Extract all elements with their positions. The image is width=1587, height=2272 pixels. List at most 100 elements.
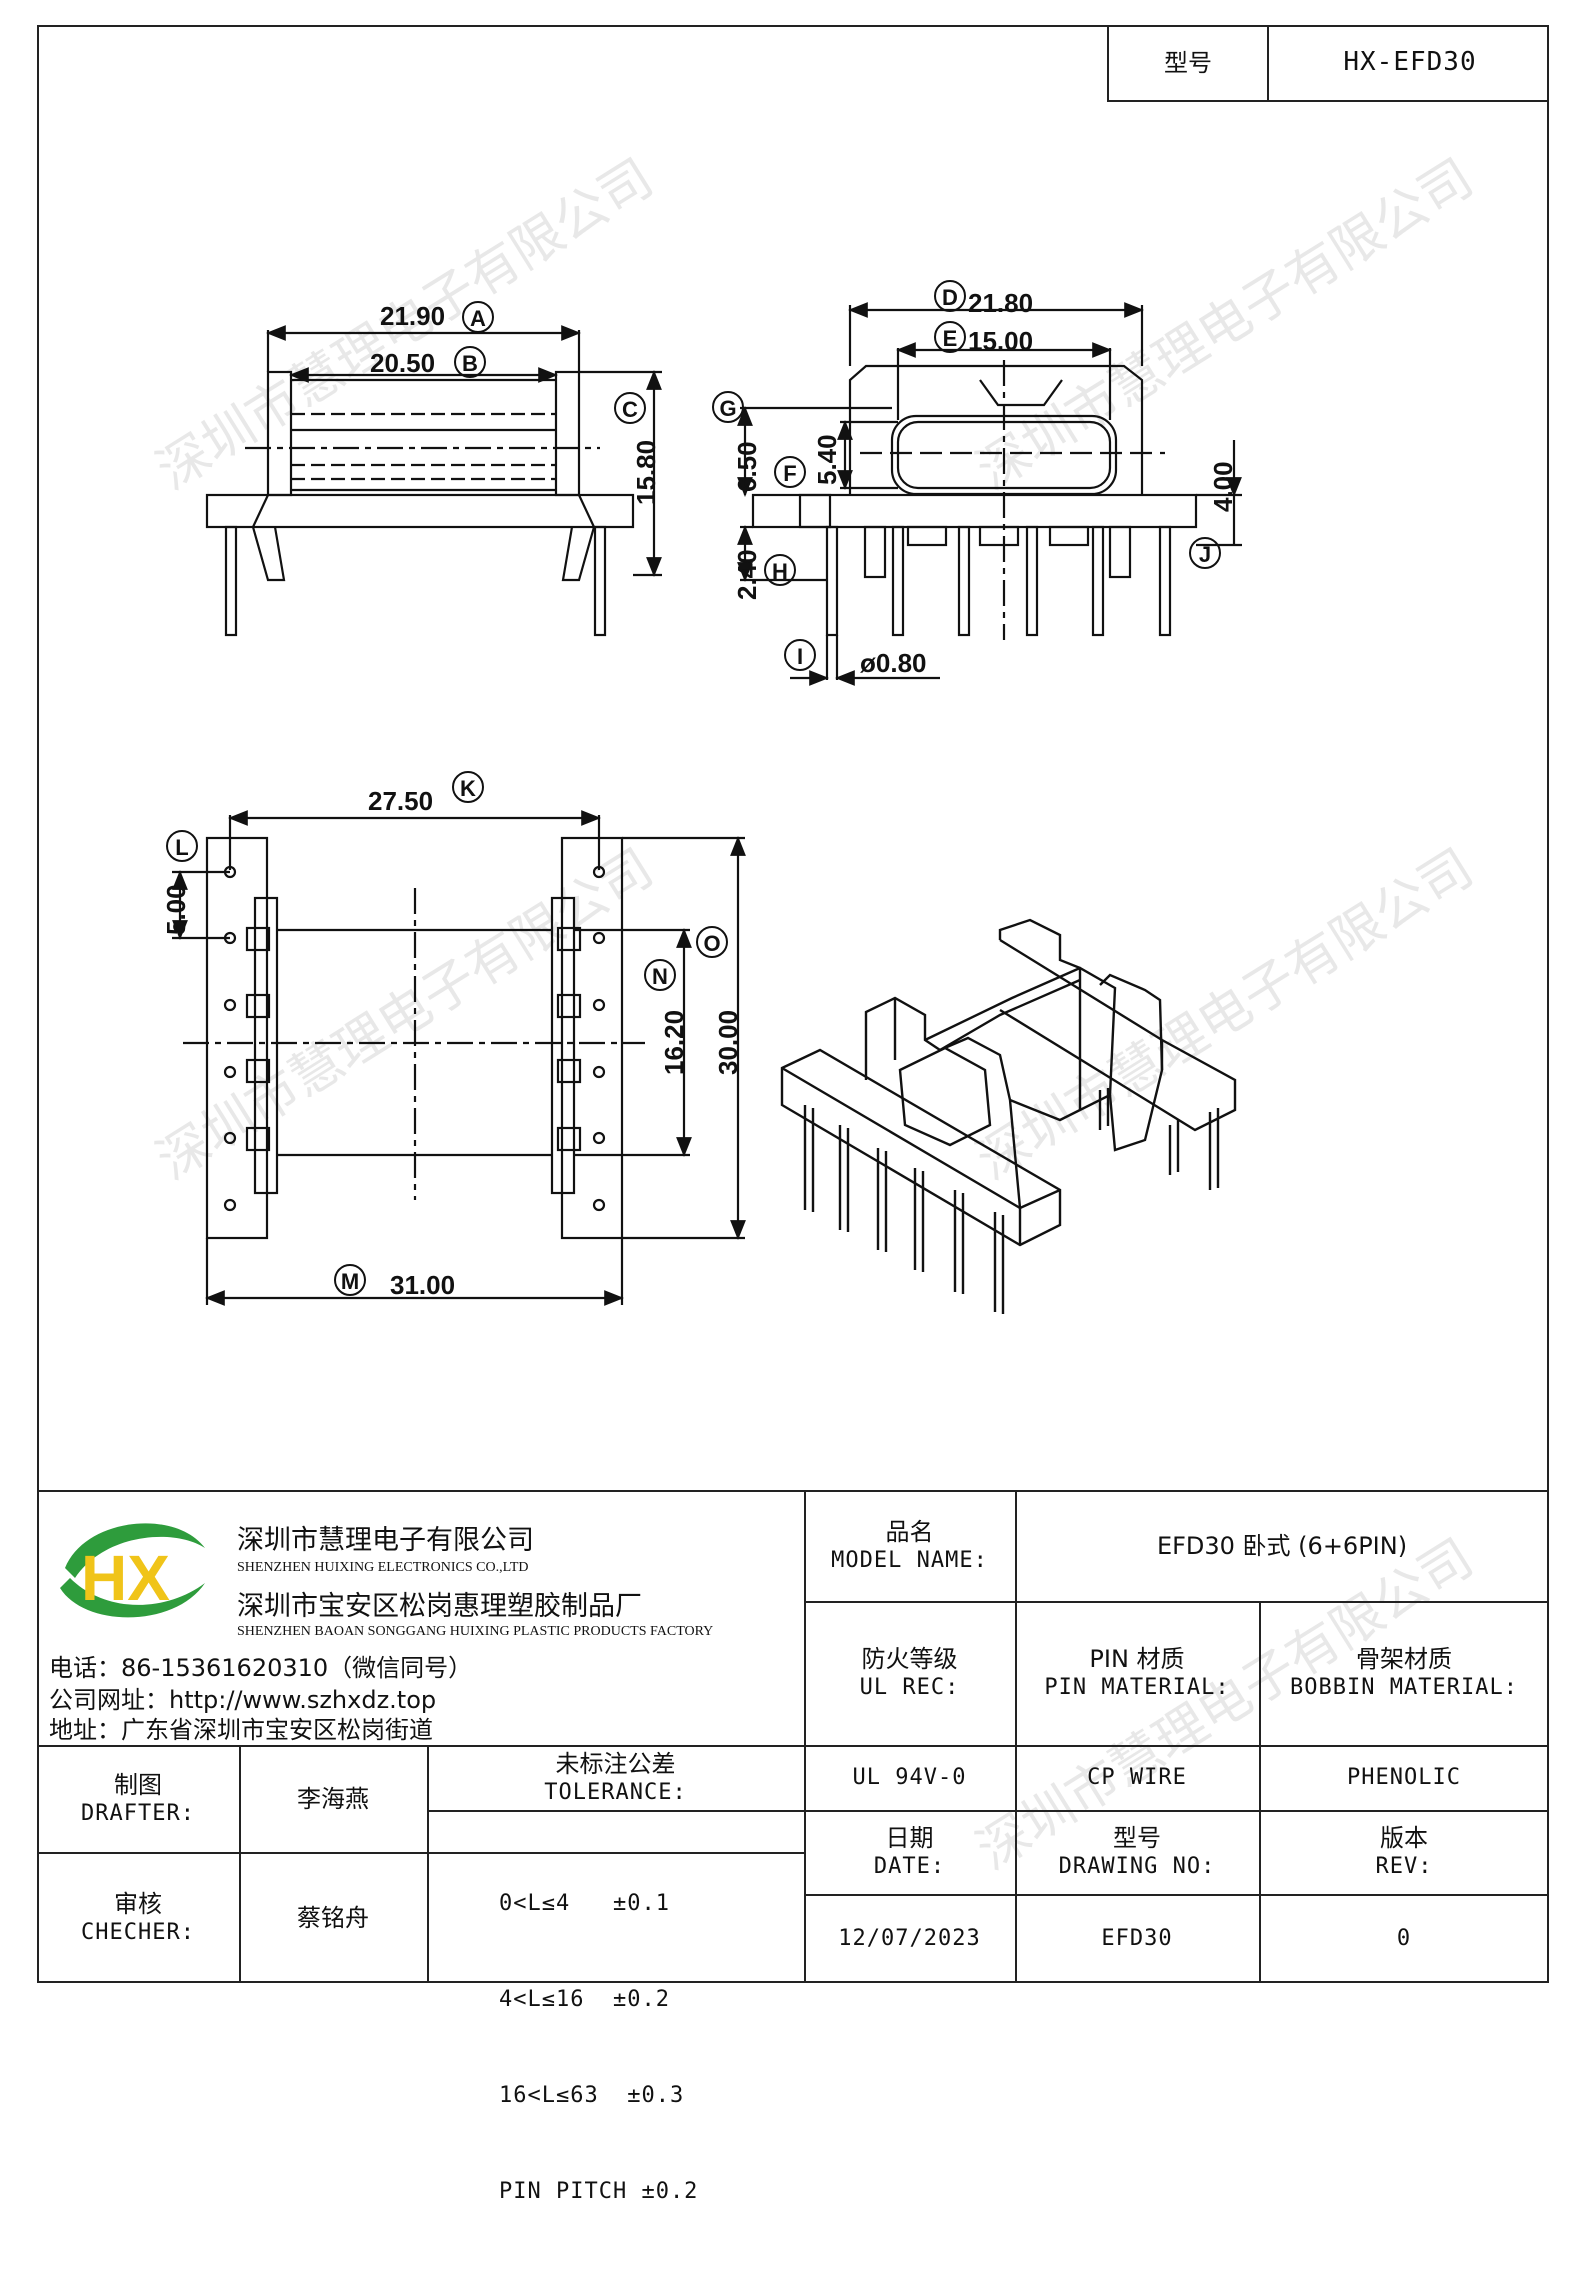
dim-I: I ø0.80 <box>784 639 927 678</box>
tolerance-label: 未标注公差 TOLERANCE: <box>427 1745 804 1810</box>
dim-O: O 30.00 <box>696 926 743 1075</box>
tolerance-row: 16<L≤63 ±0.3 <box>499 2083 685 2108</box>
company-logo: HX <box>60 1523 205 1618</box>
dim-K-letter: K <box>460 776 476 801</box>
tolerance-row: PIN PITCH ±0.2 <box>499 2179 699 2204</box>
company-address: 地址：广东省深圳市宝安区松岗街道 <box>49 1716 433 1744</box>
dim-D: D 21.80 <box>934 280 1033 318</box>
date-value: 12/07/2023 <box>838 1925 981 1951</box>
dim-K: 27.50 K <box>368 771 484 816</box>
dim-N: N 16.20 <box>644 959 689 1075</box>
checker-name: 蔡铭舟 <box>297 1903 369 1932</box>
technical-drawing: 21.90 A 20.50 B C 15.80 D 21.80 E 15.00 … <box>161 280 1242 1314</box>
dim-G-value: 6.50 <box>732 441 762 492</box>
dim-F: F 5.40 <box>774 434 842 488</box>
dim-A: 21.90 A <box>380 301 494 333</box>
dim-G: G 6.50 <box>712 391 762 492</box>
dim-D-value: 21.80 <box>968 288 1033 318</box>
dim-B: 20.50 B <box>370 346 486 378</box>
dim-M-letter: M <box>341 1269 359 1294</box>
checker-en: CHECHER: <box>81 1919 195 1945</box>
drawing-no-value: EFD30 <box>1101 1925 1173 1951</box>
dim-H-value: 2.40 <box>732 549 762 600</box>
dim-I-value: ø0.80 <box>860 648 927 678</box>
pin-material-en: PIN MATERIAL: <box>1044 1675 1230 1701</box>
drafter-en: DRAFTER: <box>81 1800 195 1826</box>
factory-name-cn: 深圳市宝安区松岗惠理塑胶制品厂 <box>237 1591 642 1622</box>
date-label: 日期 DATE: <box>804 1810 1015 1894</box>
rev-en: REV: <box>1375 1854 1433 1880</box>
front-view <box>205 325 662 637</box>
dim-J: J 4.00 <box>1189 461 1238 569</box>
dim-H-letter: H <box>772 559 788 584</box>
ul-en: UL REC: <box>859 1675 960 1701</box>
dim-O-value: 30.00 <box>713 1010 743 1075</box>
model-name-cn: 品名 <box>885 1517 934 1546</box>
company-website: 公司网址：http://www.szhxdz.top <box>49 1686 437 1714</box>
model-name-en: MODEL NAME: <box>831 1547 988 1573</box>
logo-letters: HX <box>81 1542 170 1614</box>
dim-J-letter: J <box>1199 542 1211 567</box>
dim-N-letter: N <box>652 964 668 989</box>
side-view <box>737 302 1242 686</box>
checker-cn: 审核 <box>114 1889 162 1918</box>
pin-material-cn: PIN 材质 <box>1089 1645 1185 1674</box>
top-view <box>172 810 746 1306</box>
bobbin-material-value: PHENOLIC <box>1347 1764 1461 1790</box>
rev-label: 版本 REV: <box>1259 1810 1549 1894</box>
drawing-sheet-border <box>37 25 1549 1983</box>
company-name-en: SHENZHEN HUIXING ELECTRONICS CO.,LTD <box>237 1560 529 1575</box>
ul-value: UL 94V-0 <box>852 1764 967 1790</box>
ul-cn: 防火等级 <box>861 1645 958 1674</box>
bobbin-material-en: BOBBIN MATERIAL: <box>1290 1675 1518 1701</box>
ul-label: 防火等级 UL REC: <box>804 1601 1015 1745</box>
drafter-name: 李海燕 <box>297 1784 369 1813</box>
dim-N-value: 16.20 <box>659 1010 689 1075</box>
dim-J-value: 4.00 <box>1208 461 1238 512</box>
company-name-cn: 深圳市慧理电子有限公司 <box>237 1525 534 1556</box>
isometric-view <box>780 918 1237 1314</box>
drawing-no-label: 型号 DRAWING NO: <box>1015 1810 1259 1894</box>
drawing-no-en: DRAWING NO: <box>1058 1854 1216 1880</box>
pin-material-label: PIN 材质 PIN MATERIAL: <box>1015 1601 1259 1745</box>
date-en: DATE: <box>873 1854 946 1880</box>
dim-G-letter: G <box>719 396 736 421</box>
title-block: HX 深圳市慧理电子有限公司 SHENZHEN HUIXING ELECTRON… <box>37 1490 1549 2204</box>
tolerance-cn: 未标注公差 <box>555 1749 676 1778</box>
rev-cn: 版本 <box>1380 1824 1428 1853</box>
factory-name-en: SHENZHEN BAOAN SONGGANG HUIXING PLASTIC … <box>237 1624 714 1639</box>
dim-B-letter: B <box>462 351 478 376</box>
tolerance-table: 0<L≤4 ±0.1 4<L≤16 ±0.2 16<L≤63 ±0.3 PIN … <box>499 1824 799 2272</box>
pin-material-value: CP WIRE <box>1087 1764 1187 1790</box>
dim-C-letter: C <box>622 397 638 422</box>
dim-M-value: 31.00 <box>390 1270 455 1300</box>
date-cn: 日期 <box>885 1824 934 1853</box>
dim-H: H 2.40 <box>732 549 796 600</box>
model-header-box: 型号 HX-EFD30 <box>1107 25 1549 102</box>
dim-E: E 15.00 <box>934 321 1033 356</box>
dim-C: C 15.80 <box>614 392 661 505</box>
rev-value: 0 <box>1396 1925 1412 1951</box>
dim-F-value: 5.40 <box>812 434 842 485</box>
model-name-value: EFD30 卧式 (6+6PIN) <box>1156 1531 1408 1560</box>
tolerance-row: 0<L≤4 ±0.1 <box>499 1891 670 1916</box>
model-name-label: 品名 MODEL NAME: <box>804 1490 1015 1601</box>
dim-K-value: 27.50 <box>368 786 433 816</box>
dim-L-value: 5.00 <box>161 884 191 935</box>
drawing-no-cn: 型号 <box>1113 1824 1161 1853</box>
dim-I-letter: I <box>797 644 803 669</box>
dim-O-letter: O <box>703 931 720 956</box>
dim-E-value: 15.00 <box>968 326 1033 356</box>
dim-L-letter: L <box>175 835 188 860</box>
dim-D-letter: D <box>942 285 958 310</box>
dim-E-letter: E <box>943 326 958 351</box>
model-label: 型号 <box>1109 25 1269 100</box>
dim-A-letter: A <box>470 306 486 331</box>
bobbin-material-label: 骨架材质 BOBBIN MATERIAL: <box>1259 1601 1549 1745</box>
checker-label: 审核 CHECHER: <box>37 1852 239 1983</box>
company-phone: 电话：86-15361620310（微信同号） <box>49 1654 473 1682</box>
dim-C-value: 15.80 <box>631 440 661 505</box>
tolerance-en: TOLERANCE: <box>544 1779 687 1805</box>
model-value: HX-EFD30 <box>1343 47 1477 78</box>
dim-F-letter: F <box>783 461 796 486</box>
